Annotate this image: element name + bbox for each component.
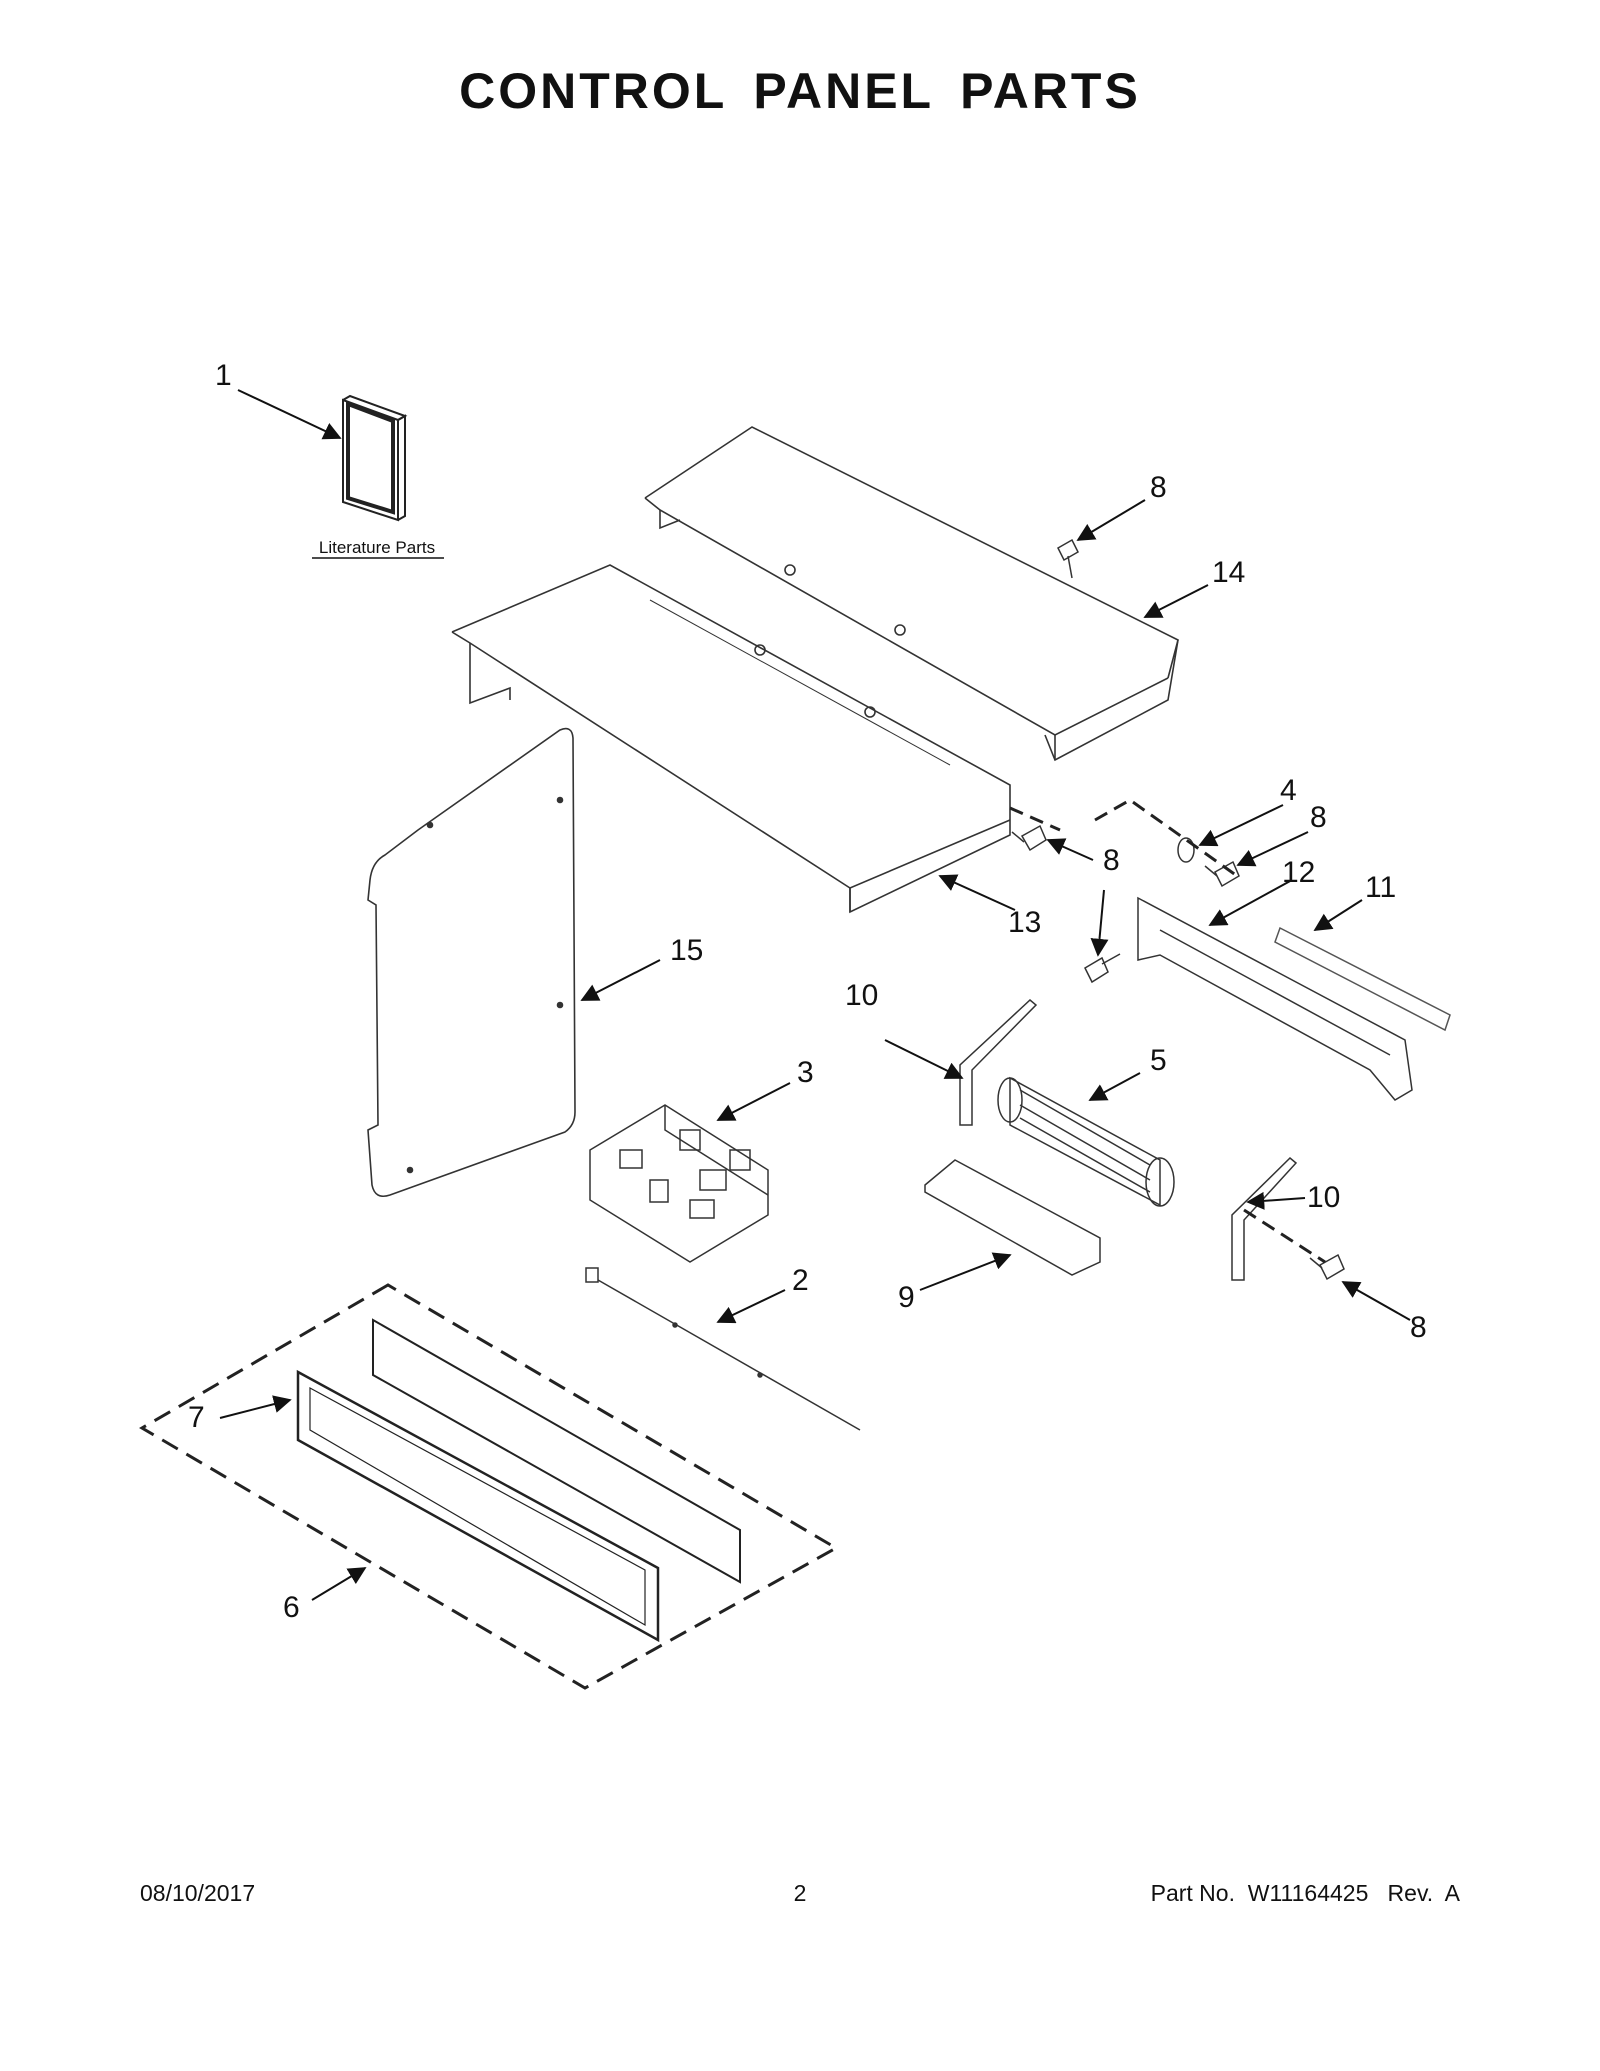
screw-icon (1309, 1253, 1345, 1281)
callout-5: 5 (1150, 1044, 1167, 1077)
callout-10: 10 (1307, 1181, 1340, 1214)
callout-10: 10 (845, 979, 878, 1012)
literature-book-icon (342, 394, 408, 522)
callout-12: 12 (1282, 856, 1315, 889)
callout-9: 9 (898, 1281, 915, 1314)
callout-14: 14 (1212, 556, 1245, 589)
control-panel-base (451, 564, 1011, 914)
footer-page-number: 2 (793, 1880, 807, 1906)
fan-mount-bracket-right (1231, 1156, 1298, 1281)
callout-11: 11 (1365, 871, 1396, 904)
callout-3: 3 (797, 1056, 814, 1089)
callout-13: 13 (1008, 906, 1041, 939)
callout-8: 8 (1310, 801, 1327, 834)
washer-icon (1177, 837, 1195, 863)
control-board (589, 1104, 769, 1263)
literature-parts-label: Literature Parts (319, 538, 435, 557)
page-title: CONTROL PANEL PARTS (459, 63, 1141, 119)
callout-8: 8 (1103, 844, 1120, 877)
console-trim-assembly (139, 1283, 840, 1690)
callout-leaders (219, 389, 1411, 1601)
callout-6: 6 (283, 1591, 300, 1624)
screw-icon (1011, 824, 1047, 852)
screw-icon (1057, 538, 1079, 579)
fan-bracket (924, 1159, 1101, 1276)
callout-2: 2 (792, 1264, 809, 1297)
control-panel-top-cover (644, 426, 1179, 762)
foam-strip (1274, 926, 1451, 1032)
callout-8: 8 (1410, 1311, 1427, 1344)
callout-1: 1 (215, 359, 232, 392)
screw-icon (1204, 860, 1240, 888)
assembly-dashed-lines (1009, 798, 1326, 1264)
footer-date: 08/10/2017 (140, 1880, 256, 1906)
side-panel (367, 727, 576, 1198)
fan-housing-rail (1137, 896, 1413, 1101)
callout-15: 15 (670, 934, 703, 967)
wire-harness (585, 1267, 861, 1431)
screw-icon (1084, 953, 1121, 984)
blower-fan (997, 1076, 1175, 1207)
callout-8: 8 (1150, 471, 1167, 504)
callout-4: 4 (1280, 774, 1297, 807)
callout-7: 7 (188, 1401, 205, 1434)
footer-part-number: Part No. W11164425 Rev. A (1150, 1880, 1460, 1906)
